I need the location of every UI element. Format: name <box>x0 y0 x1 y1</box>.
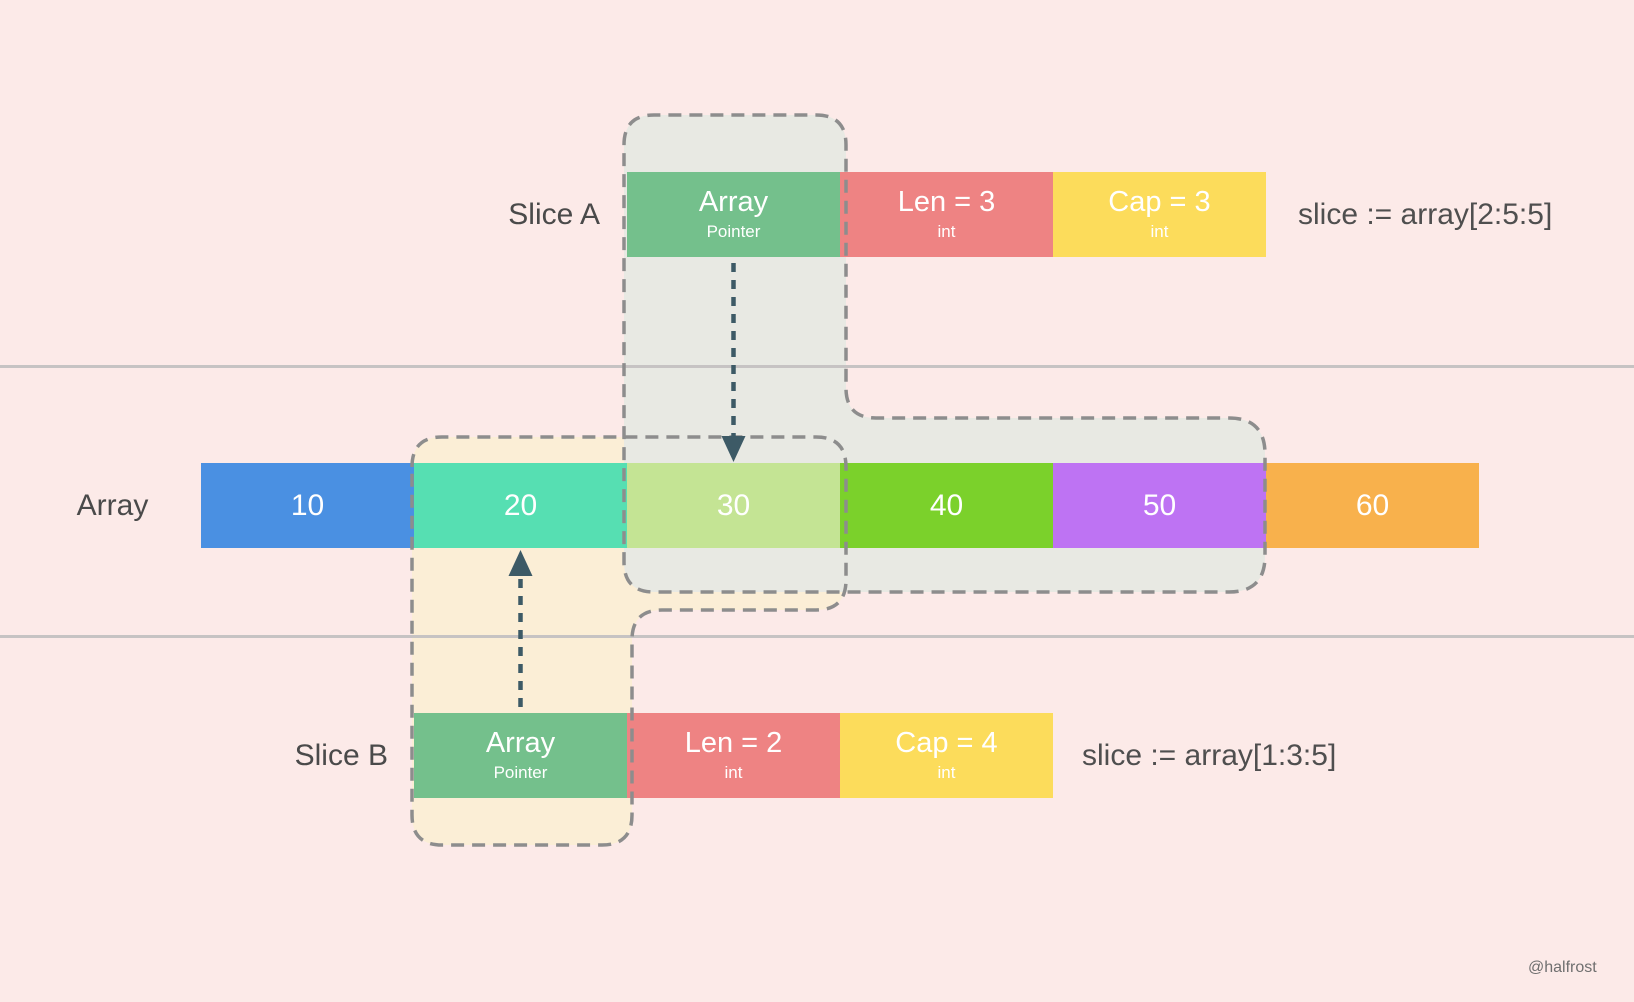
slice-field-label: Cap = 4 <box>895 726 998 759</box>
slice-b-label: Slice B <box>170 713 388 798</box>
slice-a-label: Slice A <box>380 172 600 257</box>
array-cell-value: 10 <box>290 488 325 522</box>
slice-b-label-text: Slice B <box>294 738 388 772</box>
slice-a-code-text: slice := array[2:5:5] <box>1298 197 1553 231</box>
array-cell: 10 <box>201 463 414 548</box>
slice-struct-field: Cap = 4 int <box>840 713 1053 798</box>
slice-field-type: int <box>937 763 956 783</box>
array-cell-value: 60 <box>1355 488 1390 522</box>
slice-b-code-text: slice := array[1:3:5] <box>1082 738 1337 772</box>
slice-a-code-annotation: slice := array[2:5:5] <box>1298 172 1552 257</box>
array-label-text: Array <box>76 488 149 522</box>
slice-b-code-annotation: slice := array[1:3:5] <box>1082 713 1336 798</box>
array-label: Array <box>55 463 170 548</box>
array-cell: 60 <box>1266 463 1479 548</box>
watermark-text: @halfrost <box>1528 959 1597 976</box>
slice-a-label-text: Slice A <box>508 197 600 231</box>
watermark: @halfrost <box>1528 959 1597 977</box>
